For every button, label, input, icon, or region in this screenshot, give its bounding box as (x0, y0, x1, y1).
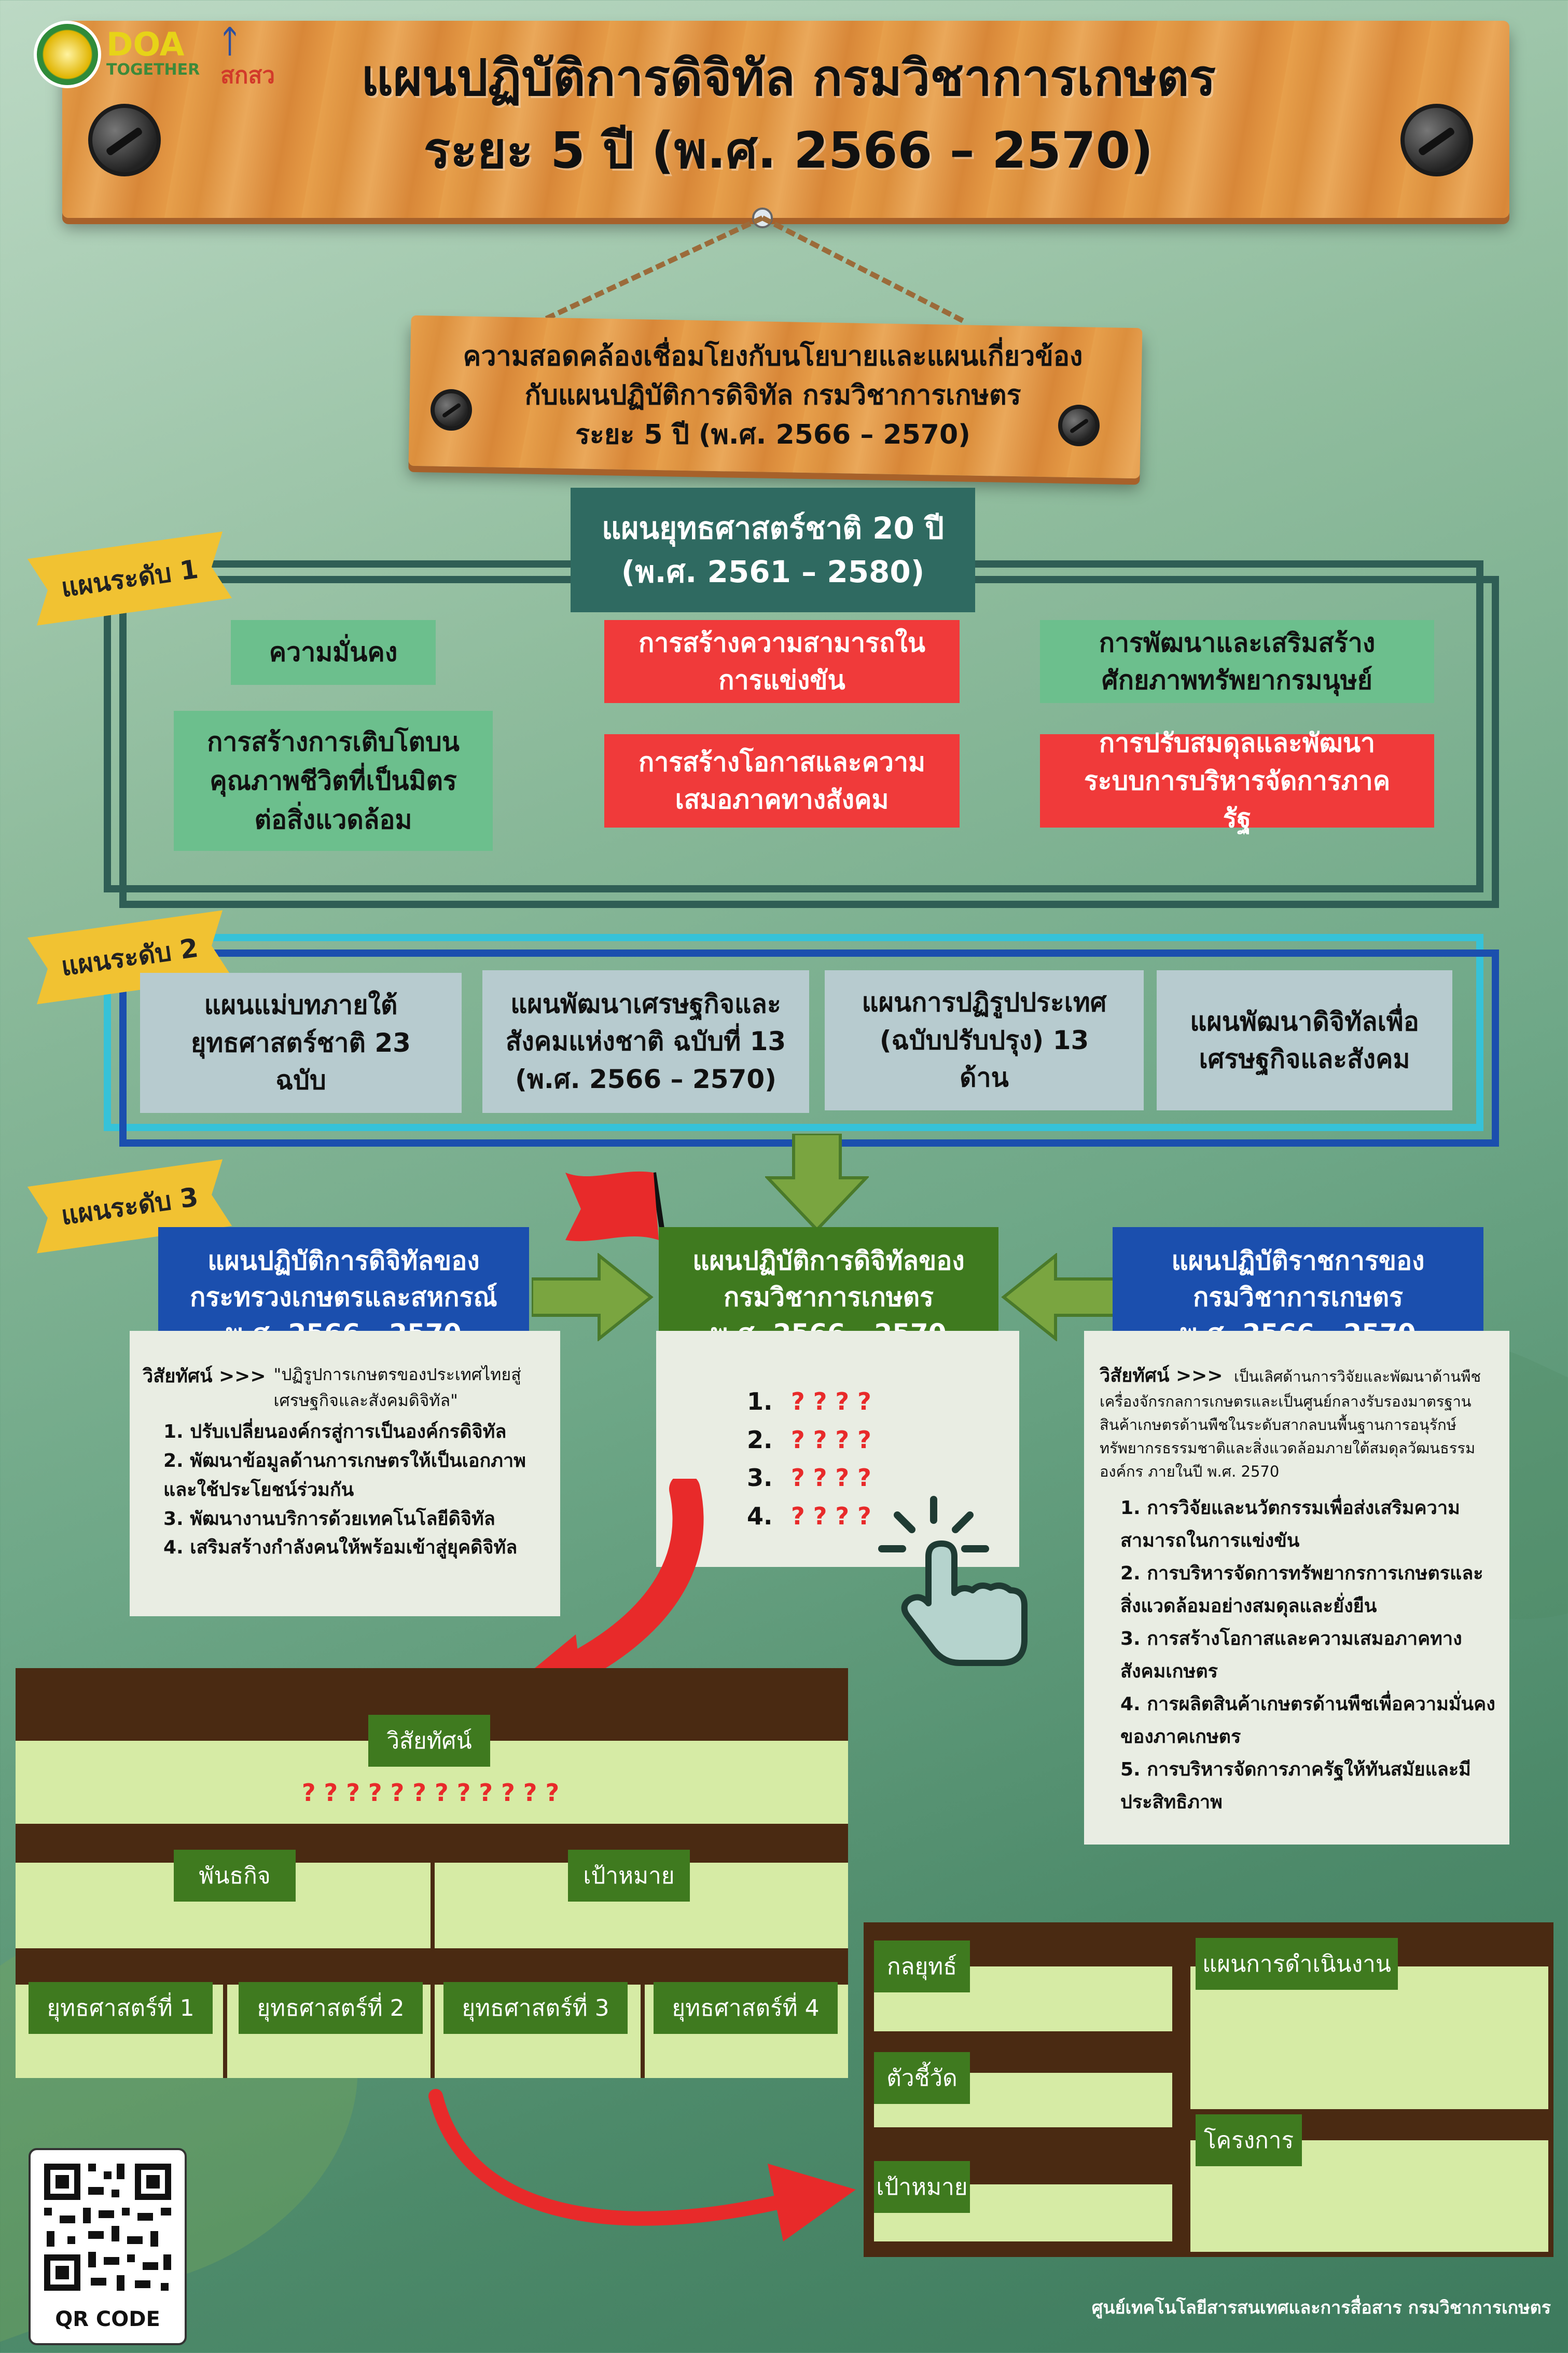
level1-header-line1: แผนยุทธศาสตร์ชาติ 20 ปี (602, 510, 944, 546)
level2-item-digital-economy: แผนพัฒนาดิจิทัลเพื่อเศรษฐกิจและสังคม (1157, 970, 1452, 1110)
hanging-rope (538, 208, 966, 324)
framework-divider (223, 1985, 227, 2078)
doa-digital-item-text: ? ? ? ? (791, 1425, 871, 1454)
qr-code-label: QR CODE (55, 2307, 160, 2331)
header-sign (62, 21, 1509, 218)
moac-vision-label: วิสัยทัศน์ >>> (143, 1366, 266, 1387)
level1-frame (104, 560, 1483, 892)
framework-strategy-1: ยุทธศาสตร์ที่ 1 (29, 1982, 213, 2034)
screw-icon (88, 104, 161, 176)
doa-emblem-logo (34, 21, 101, 88)
footer-credit: ศูนย์เทคโนโลยีสารสนเทศและการสื่อสาร กรมว… (1091, 2297, 1551, 2318)
level1-header-line2: (พ.ศ. 2561 – 2580) (621, 554, 925, 589)
qr-code-icon[interactable] (39, 2158, 176, 2296)
screw-icon (1058, 405, 1100, 446)
plan-target-label: เป้าหมาย (874, 2161, 970, 2213)
framework-band (16, 1824, 848, 1863)
screw-icon (431, 389, 472, 431)
doa-op-item-2: 2. การบริหารจัดการทรัพยากรการเกษตรและสิ่… (1120, 1563, 1483, 1617)
right-arrow-icon (532, 1253, 654, 1341)
doa-digital-item: 3. ? ? ? ? (747, 1459, 1019, 1497)
moac-title-line1: แผนปฏิบัติการดิจิทัลของ (207, 1246, 480, 1276)
down-arrow-icon (765, 1134, 869, 1232)
click-hand-icon[interactable] (877, 1484, 1053, 1671)
moac-title-line2: กระทรวงเกษตรและสหกรณ์ (190, 1282, 497, 1312)
plan-operation-label: แผนการดำเนินงาน (1196, 1938, 1398, 1990)
doa-digital-item-text: ? ? ? ? (791, 1464, 871, 1492)
doa-op-item-4: 4. การผลิตสินค้าเกษตรด้านพืชเพื่อความมั่… (1120, 1694, 1495, 1747)
screw-icon (1400, 104, 1473, 176)
framework-band (16, 1948, 848, 1985)
logo-together-text: TOGETHER (106, 61, 200, 79)
moac-item-2: 2. พัฒนาข้อมูลด้านการเกษตรให้เป็นเอกภาพแ… (163, 1450, 526, 1501)
logo-doa-text: DOA (106, 25, 185, 63)
alignment-sign-text: ความสอดคล้องเชื่อมโยงกับนโยบายและแผนเกี่… (446, 337, 1100, 462)
logo-sks-text: สกสว (220, 62, 275, 89)
title-line-1: แผนปฏิบัติการดิจิทัล กรมวิชาการเกษตร (361, 49, 1216, 107)
level1-item-public-admin: การปรับสมดุลและพัฒนาระบบการบริหารจัดการภ… (1040, 728, 1434, 833)
doa-op-vision-text: เป็นเลิศด้านการวิจัยและพัฒนาด้านพืช เครื… (1100, 1368, 1481, 1480)
moac-item-4: 4. เสริมสร้างกำลังคนให้พร้อมเข้าสู่ยุคดิ… (163, 1537, 518, 1559)
framework-strategy-4: ยุทธศาสตร์ที่ 4 (654, 1982, 838, 2034)
doa-digital-title-line1: แผนปฏิบัติการดิจิทัลของ (692, 1246, 965, 1276)
doa-operation-plan-panel: วิสัยทัศน์ >>> เป็นเลิศด้านการวิจัยและพั… (1084, 1331, 1509, 1845)
framework-strategy-3: ยุทธศาสตร์ที่ 3 (443, 1982, 628, 2034)
doa-op-title-line1: แผนปฏิบัติราชการของ (1171, 1246, 1425, 1276)
doa-op-vision-label: วิสัยทัศน์ >>> (1100, 1365, 1223, 1386)
title-line-2: ระยะ 5 ปี (พ.ศ. 2566 – 2570) (423, 121, 1154, 180)
moac-item-3: 3. พัฒนางานบริการด้วยเทคโนโลยีดิจิทัล (163, 1508, 495, 1530)
level1-item-security: ความมั่นคง (231, 620, 436, 685)
left-arrow-icon (1001, 1253, 1123, 1341)
moac-digital-plan-panel: วิสัยทัศน์ >>> "ปฏิรูปการเกษตรของประเทศไ… (130, 1331, 560, 1616)
doa-op-title-line2: กรมวิชาการเกษตร (1192, 1282, 1403, 1312)
page-subtitle: ระยะ 5 ปี (พ.ศ. 2566 – 2570) (218, 119, 1359, 182)
doa-digital-title-line2: กรมวิชาการเกษตร (723, 1282, 934, 1312)
framework-mission-label: พันธกิจ (174, 1850, 296, 1902)
framework-strategy-2: ยุทธศาสตร์ที่ 2 (239, 1982, 423, 2034)
alignment-line-2: กับแผนปฏิบัติการดิจิทัล กรมวิชาการเกษตร (524, 380, 1021, 411)
level1-item-competitiveness: การสร้างความสามารถในการแข่งขัน (604, 620, 960, 703)
doa-op-item-5: 5. การบริหารจัดการภาครัฐให้ทันสมัยและมีป… (1120, 1759, 1471, 1813)
level2-frame (104, 934, 1483, 1131)
framework-goal-label: เป้าหมาย (568, 1850, 690, 1902)
level1-item-human-resources: การพัฒนาและเสริมสร้างศักยภาพทรัพยากรมนุษ… (1040, 620, 1434, 703)
framework-divider (431, 1985, 435, 2078)
plan-table-cell (1190, 1966, 1548, 2109)
alignment-line-1: ความสอดคล้องเชื่อมโยงกับนโยบายและแผนเกี่… (463, 341, 1083, 372)
doa-digital-item: 4. ? ? ? ? (747, 1497, 1019, 1536)
level2-item-nesdp13: แผนพัฒนาเศรษฐกิจและสังคมแห่งชาติ ฉบับที่… (482, 970, 809, 1113)
page-title: แผนปฏิบัติการดิจิทัล กรมวิชาการเกษตร (218, 47, 1359, 109)
framework-vision-label: วิสัยทัศน์ (368, 1715, 490, 1767)
doa-digital-item: 2. ? ? ? ? (747, 1421, 1019, 1460)
doa-op-item-3: 3. การสร้างโอกาสและความเสมอภาคทางสังคมเก… (1120, 1628, 1462, 1682)
level1-item-social-equality: การสร้างโอกาสและความเสมอภาคทางสังคม (604, 734, 960, 828)
red-curved-arrow-icon (428, 2089, 856, 2241)
plan-strategy-label: กลยุทธ์ (874, 1941, 970, 1992)
doa-op-item-1: 1. การวิจัยและนวัตกรรมเพื่อส่งเสริมความส… (1120, 1497, 1460, 1551)
level1-item-green-growth: การสร้างการเติบโตบนคุณภาพชีวิตที่เป็นมิต… (174, 711, 493, 851)
plan-indicator-label: ตัวชี้วัด (874, 2052, 970, 2104)
moac-item-1: 1. ปรับเปลี่ยนองค์กรสู่การเป็นองค์กรดิจิ… (163, 1421, 507, 1443)
doa-digital-item-num: 4. (747, 1502, 773, 1530)
framework-vision-value: ? ? ? ? ? ? ? ? ? ? ? ? (301, 1779, 560, 1807)
level2-item-reform: แผนการปฏิรูปประเทศ (ฉบับปรับปรุง) 13 ด้า… (825, 970, 1144, 1110)
doa-digital-item-num: 1. (747, 1387, 773, 1415)
level1-header: แผนยุทธศาสตร์ชาติ 20 ปี (พ.ศ. 2561 – 258… (571, 488, 975, 612)
doa-digital-plan-panel: 1. ? ? ? ? 2. ? ? ? ? 3. ? ? ? ? 4. ? ? ? ? (656, 1331, 1019, 1567)
framework-divider (641, 1985, 645, 2078)
alignment-line-3: ระยะ 5 ปี (พ.ศ. 2566 – 2570) (575, 419, 970, 450)
level2-item-master-plans: แผนแม่บทภายใต้ยุทธศาสตร์ชาติ 23 ฉบับ (140, 973, 462, 1113)
doa-digital-item-text: ? ? ? ? (791, 1502, 871, 1530)
sks-logo-mark-icon: ᛏ (220, 23, 239, 60)
doa-together-logo: DOA TOGETHER (106, 29, 210, 86)
doa-digital-item-num: 2. (747, 1425, 773, 1454)
moac-vision-text: "ปฏิรูปการเกษตรของประเทศไทยสู่เศรษฐกิจแล… (273, 1365, 521, 1410)
doa-digital-item: 1. ? ? ? ? (747, 1383, 1019, 1421)
plan-project-label: โครงการ (1196, 2114, 1302, 2166)
sks-logo: ᛏ สกสว (220, 26, 277, 93)
doa-digital-item-text: ? ? ? ? (791, 1387, 871, 1415)
framework-divider (431, 1863, 435, 1951)
doa-digital-item-num: 3. (747, 1464, 773, 1492)
